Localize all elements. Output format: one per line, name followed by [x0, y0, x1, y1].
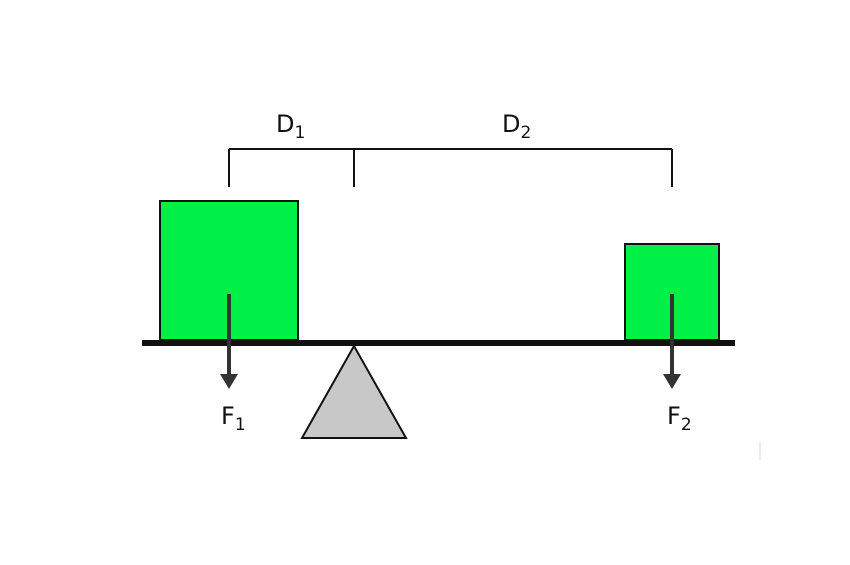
- label-f1: F1: [221, 402, 246, 435]
- label-d1-main: D: [276, 110, 294, 138]
- fulcrum-triangle: [300, 343, 408, 439]
- label-d2: D2: [502, 110, 531, 143]
- label-d2-main: D: [502, 110, 520, 138]
- label-f2: F2: [667, 402, 692, 435]
- force-arrow-right: [663, 294, 681, 389]
- label-f1-main: F: [221, 402, 235, 430]
- force-arrow-left: [220, 294, 238, 389]
- label-f2-sub: 2: [681, 415, 692, 435]
- distance-bracket: [228, 148, 673, 187]
- label-d2-sub: 2: [520, 123, 531, 143]
- force-arrow-left-head: [220, 374, 238, 389]
- lever-beam: [142, 340, 735, 346]
- label-f2-main: F: [667, 402, 681, 430]
- label-d1-sub: 1: [294, 123, 305, 143]
- label-f1-sub: 1: [235, 415, 246, 435]
- force-arrow-right-head: [663, 374, 681, 389]
- label-d1: D1: [276, 110, 305, 143]
